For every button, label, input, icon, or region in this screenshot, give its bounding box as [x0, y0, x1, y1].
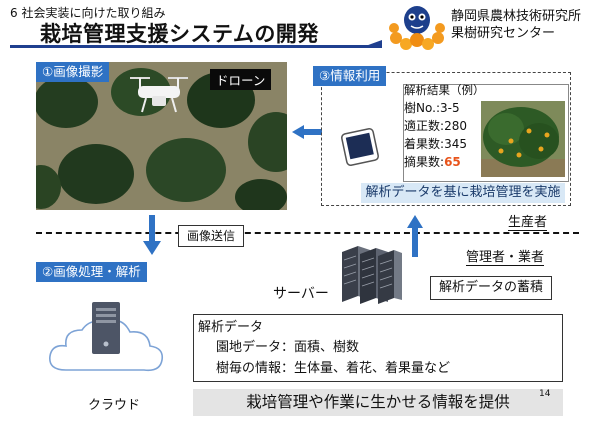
server-icon — [330, 244, 406, 306]
info-panel — [321, 72, 571, 206]
cloud-icon — [44, 300, 168, 388]
tree-no-label: 樹No. — [404, 101, 436, 115]
analysis-data-box — [193, 314, 563, 382]
arrow-left-icon — [292, 124, 322, 139]
result-row: 樹No.:3-5 — [404, 99, 478, 117]
thinning-count-label: 摘果数 — [404, 155, 441, 169]
fruit-count-label: 着果数 — [404, 137, 441, 151]
org-subname: 果樹研究センター — [451, 26, 556, 41]
arrow-up-icon — [407, 215, 423, 257]
step3-label: ③情報利用 — [313, 66, 387, 86]
orchard-data-line: 園地データ：面積、樹数 — [216, 340, 360, 355]
tree-no-sep: : — [435, 101, 440, 115]
result-list: 樹No.:3-5 適正数:280 着果数:345 摘果数:65 — [404, 99, 478, 171]
tree-info-line: 樹毎の情報：生体量、着花、着果量など — [216, 361, 451, 376]
image-transfer-label: 画像送信 — [178, 225, 245, 247]
dashed-divider — [36, 232, 579, 234]
thinning-count-value: 65 — [444, 155, 461, 169]
step1-label: ①画像撮影 — [36, 62, 110, 82]
cloud-label: クラウド — [88, 398, 141, 413]
server-label: サーバー — [273, 286, 329, 302]
appropriate-count-label: 適正数 — [404, 119, 441, 133]
thinning-count-sep: : — [440, 155, 445, 169]
title-underline — [10, 45, 382, 48]
drone-icon — [124, 68, 194, 118]
fruit-count-sep: : — [440, 137, 445, 151]
arrow-down-icon — [143, 215, 161, 255]
analysis-data-title: 解析データ — [198, 320, 264, 335]
producer-label: 生産者 — [508, 211, 548, 231]
org-name: 静岡県農林技術研究所 — [451, 9, 582, 24]
title-underline-accent — [360, 40, 382, 48]
storage-label: 解析データの蓄積 — [430, 276, 553, 300]
tree-photo — [481, 101, 565, 177]
manager-label: 管理者・業者 — [466, 246, 545, 266]
analysis-banner: 解析データを基に栽培管理を実施 — [361, 183, 565, 203]
result-title: 解析結果（例） — [404, 83, 485, 97]
result-row: 摘果数:65 — [404, 153, 478, 171]
step2-label: ②画像処理・解析 — [36, 262, 147, 282]
appropriate-count-sep: : — [440, 119, 445, 133]
page-number: 14 — [539, 389, 551, 399]
appropriate-count-value: 280 — [444, 119, 467, 133]
tablet-icon — [338, 127, 382, 167]
tree-no-value: 3-5 — [439, 101, 460, 115]
drone-label: ドローン — [210, 69, 272, 90]
footer-banner: 栽培管理や作業に生かせる情報を提供 — [193, 389, 563, 416]
section-caption: 6 社会実装に向けた取り組み — [10, 6, 166, 20]
fruit-count-value: 345 — [444, 137, 467, 151]
result-row: 着果数:345 — [404, 135, 478, 153]
page-title: 栽培管理支援システムの開発 — [40, 22, 319, 46]
mascot-icon — [386, 0, 448, 52]
result-row: 適正数:280 — [404, 117, 478, 135]
